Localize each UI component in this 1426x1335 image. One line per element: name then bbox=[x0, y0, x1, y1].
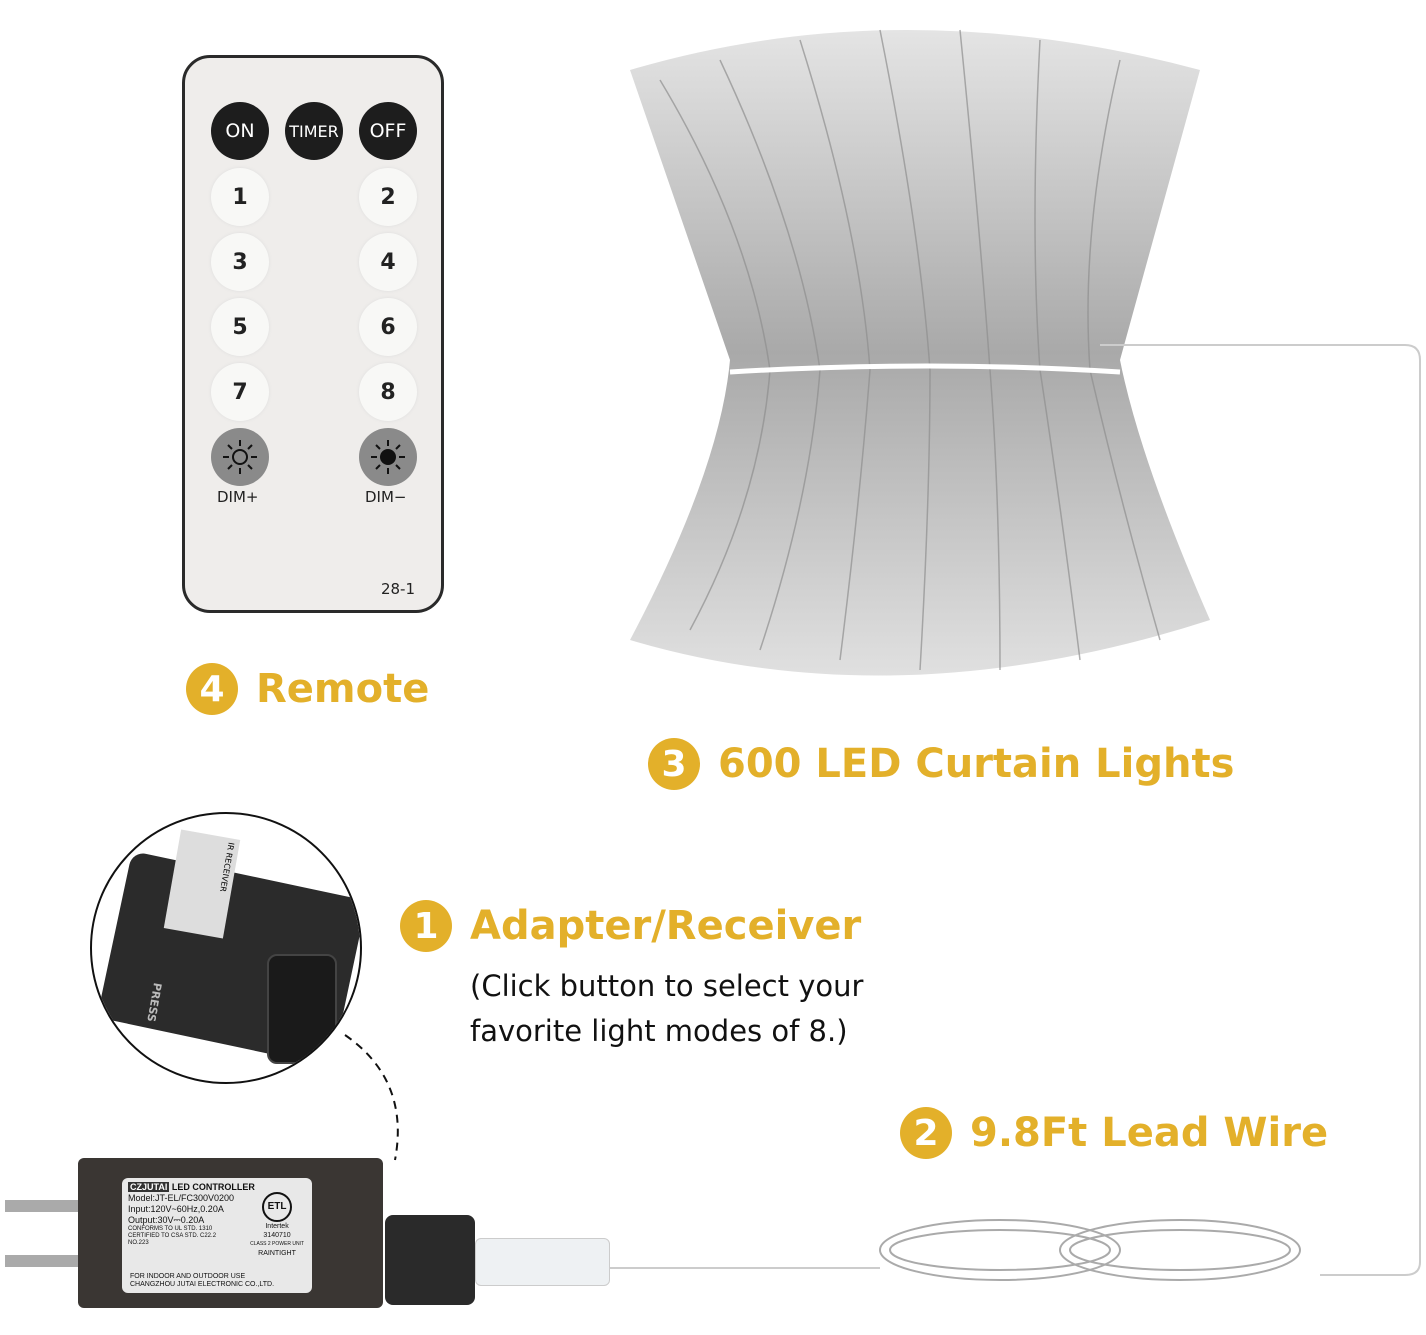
remote-control: ON TIMER OFF 1 2 3 4 5 6 7 8 DIM+ DIM− 2… bbox=[182, 55, 444, 613]
adapter-sticker: CZJUTAI LED CONTROLLER Model:JT-EL/FC300… bbox=[122, 1178, 312, 1293]
mode-2-button[interactable]: 2 bbox=[359, 168, 417, 226]
plug-prong bbox=[5, 1255, 81, 1267]
on-button[interactable]: ON bbox=[211, 102, 269, 160]
plug-prong bbox=[5, 1200, 81, 1212]
mode-3-button[interactable]: 3 bbox=[211, 233, 269, 291]
timer-button[interactable]: TIMER bbox=[285, 102, 343, 160]
mode-5-button[interactable]: 5 bbox=[211, 298, 269, 356]
dim-minus-label: DIM− bbox=[365, 488, 407, 506]
dim-plus-button[interactable] bbox=[211, 428, 269, 486]
mode-4-button[interactable]: 4 bbox=[359, 233, 417, 291]
sun-outline-icon bbox=[223, 440, 257, 474]
mode-7-button[interactable]: 7 bbox=[211, 363, 269, 421]
connector-nut bbox=[385, 1215, 475, 1305]
mode-8-button[interactable]: 8 bbox=[359, 363, 417, 421]
receiver-closeup: IR RECEIVER PRESS bbox=[90, 812, 362, 1084]
mode-1-button[interactable]: 1 bbox=[211, 168, 269, 226]
coiled-wire bbox=[879, 1219, 1301, 1281]
adapter: CZJUTAI LED CONTROLLER Model:JT-EL/FC300… bbox=[78, 1158, 383, 1308]
dim-minus-button[interactable] bbox=[359, 428, 417, 486]
remote-model: 28-1 bbox=[380, 580, 415, 598]
mode-6-button[interactable]: 6 bbox=[359, 298, 417, 356]
dim-plus-label: DIM+ bbox=[217, 488, 259, 506]
off-button[interactable]: OFF bbox=[359, 102, 417, 160]
mode-knob bbox=[267, 954, 337, 1064]
curtain-lights-image bbox=[630, 29, 1210, 676]
sun-filled-icon bbox=[371, 440, 405, 474]
connector-plug bbox=[475, 1238, 610, 1286]
